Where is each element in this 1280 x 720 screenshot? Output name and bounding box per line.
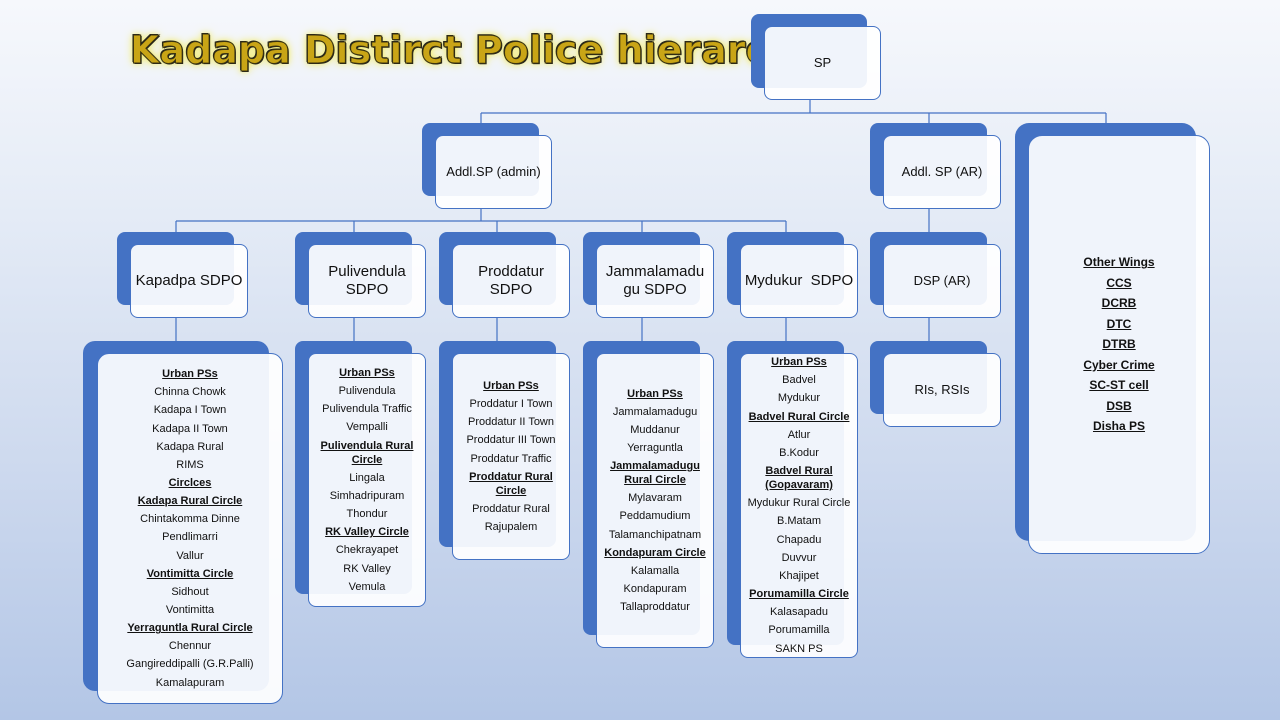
wing-item: DCRB (1101, 296, 1137, 311)
wing-item: DSB (1106, 398, 1132, 413)
list-item: Vemula (348, 580, 386, 593)
list-item: Kamalapuram (155, 676, 225, 689)
list-heading: Jammalamadugu Rural Circle (610, 460, 700, 487)
sdpo-jammalamadugu-label: Jammalamadugu SDPO (596, 244, 714, 318)
list-item: Kalasapadu (769, 606, 829, 619)
list-heading: Urban PSs (483, 379, 539, 392)
list-item: Mydukur (777, 392, 821, 405)
list-item: Thondur (346, 508, 388, 521)
list-item: Vempalli (346, 421, 388, 434)
list-item: Duvvur (781, 551, 817, 564)
list-item: Tallaproddatur (620, 601, 690, 614)
list-heading: Badvel Rural Circle (748, 410, 850, 423)
list-item: Proddatur Rural (472, 502, 550, 515)
list-heading: Badvel Rural (Gopavaram) (765, 465, 833, 492)
list-item: Chekrayapet (335, 544, 399, 557)
list-item: Vontimitta (165, 604, 215, 616)
list-item: Pulivendula Traffic (322, 403, 412, 416)
wing-item: Cyber Crime (1083, 357, 1155, 372)
list-item: Muddanur (630, 423, 680, 436)
list-item: Chintakomma Dinne (140, 513, 240, 526)
wing-item: CCS (1106, 275, 1132, 290)
node-addl-sp-ar-label: Addl. SP (AR) (883, 135, 1001, 209)
list-item: Mydukur Rural Circle (747, 497, 851, 510)
sdpo-proddatur-label: Proddatur SDPO (452, 244, 570, 318)
list-item: RIMS (176, 458, 204, 471)
list-heading: Porumamilla Circle (749, 588, 849, 601)
list-item: Chennur (168, 640, 212, 653)
list-item: Kadapa Rural (156, 440, 224, 453)
list-heading: Circlces (168, 477, 212, 490)
list-item: Yerraguntla (627, 441, 683, 454)
list-item: Pulivendula (338, 385, 396, 398)
list-item: Badvel (782, 374, 816, 387)
list-item: B.Matam (776, 515, 821, 528)
list-item: Talamanchipatnam (608, 528, 702, 541)
list-heading: Proddatur Rural Circle (469, 470, 553, 497)
node-addl-sp-admin-label: Addl.SP (admin) (435, 135, 552, 209)
other-wings-heading: Other Wings (1083, 255, 1155, 270)
sdpo-kadapa-label: Kapadpa SDPO (130, 244, 248, 318)
list-item: Sidhout (171, 585, 209, 598)
list-item: Vallur (176, 549, 204, 562)
list-item: Gangireddipalli (G.R.Palli) (126, 658, 254, 671)
list-item: Simhadripuram (329, 489, 405, 502)
list-item: B.Kodur (779, 446, 819, 459)
sdpo-pulivendula-label: Pulivendula SDPO (308, 244, 426, 318)
list-item: Proddatur Traffic (470, 452, 552, 465)
list-heading: Urban PSs (339, 367, 395, 380)
list-heading: Yerraguntla Rural Circle (127, 622, 253, 635)
list-heading: RK Valley Circle (325, 526, 409, 539)
list-item: Kadapa I Town (153, 404, 227, 417)
sdpo-mydukur-label: Mydukur SDPO (740, 244, 858, 318)
ris-label: RIs, RSIs (883, 353, 1001, 427)
list-item: SAKN PS (775, 642, 823, 655)
wing-item: DTRB (1102, 337, 1136, 352)
list-item: Chapadu (776, 533, 822, 546)
list-item: Porumamilla (768, 624, 830, 637)
list-item: Chinna Chowk (154, 386, 226, 399)
list-item: Pendlimarri (162, 531, 218, 544)
node-sp-label: SP (764, 26, 881, 100)
list-item: Rajupalem (484, 520, 538, 533)
list-heading: Pulivendula Rural Circle (320, 439, 414, 466)
wing-item: Disha PS (1092, 419, 1146, 434)
list-heading: Vontimitta Circle (146, 567, 234, 580)
dsp-ar-label: DSP (AR) (883, 244, 1001, 318)
list-item: Proddatur III Town (466, 434, 556, 447)
list-item: Khajipet (779, 569, 819, 582)
wing-item: SC-ST cell (1089, 378, 1149, 393)
list-heading: Urban PSs (162, 368, 218, 381)
list-item: Lingala (349, 471, 385, 484)
list-heading: Kadapa Rural Circle (137, 495, 243, 508)
list-item: Mylavaram (628, 492, 682, 505)
list-item: Proddatur II Town (467, 416, 554, 429)
list-item: RK Valley (343, 562, 391, 575)
list-heading: Kondapuram Circle (604, 546, 706, 559)
list-heading: Urban PSs (771, 356, 827, 369)
list-heading: Urban PSs (627, 387, 683, 400)
list-item: Proddatur I Town (469, 397, 553, 410)
list-item: Kadapa II Town (152, 422, 228, 435)
wing-item: DTC (1106, 316, 1132, 331)
list-item: Kondapuram (623, 583, 687, 595)
list-item: Peddamudium (619, 510, 691, 523)
list-item: Kalamalla (630, 564, 680, 577)
list-item: Jammalamadugu (612, 405, 698, 418)
page-title: Kadapa Distirct Police hierarchy (130, 28, 821, 73)
list-item: Atlur (787, 428, 811, 441)
